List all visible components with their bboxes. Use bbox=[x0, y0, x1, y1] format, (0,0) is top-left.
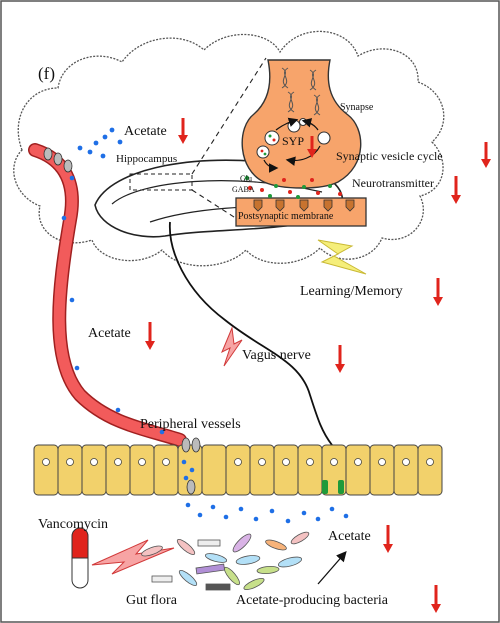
vancomycin-label: Vancomycin bbox=[38, 517, 108, 532]
vagus-nerve-decrease-arrow-icon bbox=[335, 345, 345, 373]
vagus-nerve bbox=[168, 221, 333, 446]
learning-memory-decrease-arrow-icon bbox=[433, 278, 443, 306]
acetate-gut-label: Acetate bbox=[328, 529, 371, 544]
lightning-icon bbox=[317, 239, 367, 275]
capsule-icon bbox=[71, 527, 89, 589]
neurotransmitter-label: Neurotransmitter bbox=[352, 176, 434, 190]
production-arrow bbox=[317, 551, 347, 585]
gaba-label: GABA bbox=[232, 185, 255, 194]
acetate-gut-decrease-arrow-icon bbox=[383, 525, 393, 553]
acetate-brain-decrease-arrow-icon bbox=[178, 118, 188, 144]
hippocampus-label: Hippocampus bbox=[116, 153, 177, 165]
synaptic-vesicle-cycle-decrease-arrow-icon bbox=[481, 142, 491, 168]
neurotransmitter-decrease-arrow-icon bbox=[451, 176, 461, 204]
receptors bbox=[253, 199, 355, 212]
synapse-label: Synapse bbox=[340, 102, 374, 113]
brain-outline bbox=[13, 30, 445, 267]
acetate-dots-brain bbox=[77, 127, 123, 159]
synaptic-vesicle-cycle-label: Synaptic vesicle cycle bbox=[336, 149, 443, 163]
acetate-dots-gut bbox=[181, 459, 349, 524]
transporters bbox=[181, 437, 344, 495]
learning-memory-label: Learning/Memory bbox=[300, 284, 403, 299]
decrease-arrows bbox=[145, 118, 491, 613]
syp-label: SYP bbox=[282, 134, 304, 148]
panel-letter: (f) bbox=[38, 64, 55, 83]
bacteria bbox=[141, 531, 310, 591]
gaba-dot bbox=[247, 185, 253, 191]
intestinal-epithelium bbox=[33, 444, 443, 496]
nerve-signal-icon bbox=[221, 326, 243, 367]
hippocampus-roi-box bbox=[129, 173, 193, 191]
postsynaptic-membrane-label: Postsynaptic membrane bbox=[238, 211, 334, 222]
glu-label: Glu bbox=[240, 174, 252, 183]
glu-dot bbox=[244, 175, 250, 181]
vesicle-cycle-arrows bbox=[263, 117, 321, 173]
neurotransmitter-dots bbox=[260, 178, 342, 199]
acetate-blood-decrease-arrow-icon bbox=[145, 322, 155, 350]
acetate-blood-label: Acetate bbox=[88, 326, 131, 341]
peripheral-vessels-label: Peripheral vessels bbox=[140, 417, 241, 432]
acetate-producing-bacteria-label: Acetate-producing bacteria bbox=[236, 593, 389, 608]
acetate-dots-vessel bbox=[61, 175, 165, 435]
syp-decrease-arrow-icon bbox=[307, 136, 317, 158]
gut-flora-label: Gut flora bbox=[126, 593, 178, 608]
zoom-line-top bbox=[191, 57, 267, 175]
inhibition-lightning-icon bbox=[91, 539, 175, 575]
acetate-brain-label: Acetate bbox=[124, 124, 167, 139]
cell-nuclei bbox=[42, 458, 434, 466]
vagus-nerve-label: Vagus nerve bbox=[242, 348, 311, 363]
vessel-wall-cells bbox=[43, 147, 73, 173]
acetate-producing-bacteria-decrease-arrow-icon bbox=[431, 585, 441, 613]
dna-icon bbox=[281, 67, 321, 116]
